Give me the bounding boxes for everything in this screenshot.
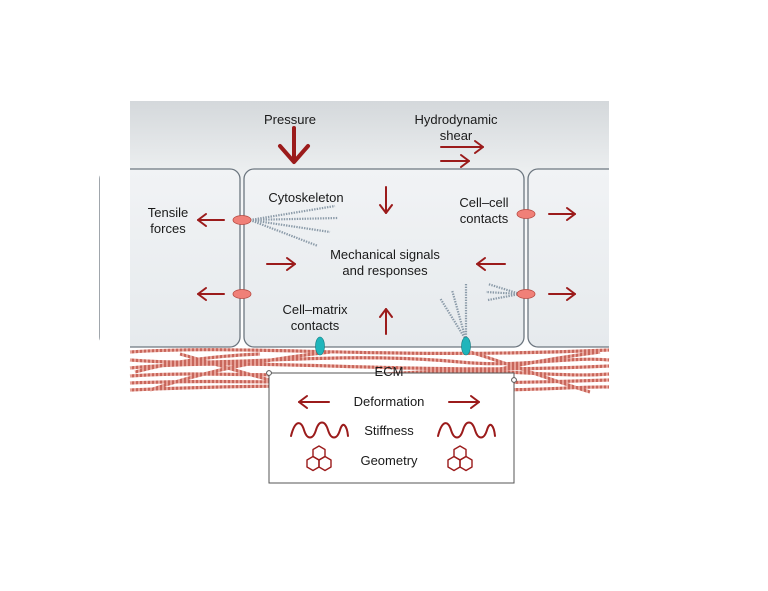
force-arrows bbox=[197, 126, 576, 472]
cell-matrix-label: Cell–matrix bbox=[282, 302, 348, 317]
shear-arrows bbox=[440, 140, 484, 168]
geometry-icon-left bbox=[306, 445, 332, 472]
mechanical-signals-label: Mechanical signals bbox=[330, 247, 440, 262]
focal-adhesion-right bbox=[461, 336, 471, 356]
left-fade bbox=[100, 160, 130, 355]
cell-cell-arrow-top bbox=[548, 207, 576, 221]
junction-right-top bbox=[516, 209, 536, 219]
junction-left-bottom bbox=[232, 289, 252, 299]
tensile-arrow-bottom bbox=[197, 287, 225, 301]
tensile-label: Tensile bbox=[148, 205, 188, 220]
stiffness-label: Stiffness bbox=[364, 423, 414, 438]
deformation-label: Deformation bbox=[354, 394, 425, 409]
matrix-up-arrow bbox=[379, 308, 393, 335]
junction-right-bottom bbox=[516, 289, 536, 299]
hydrodynamic-label: Hydrodynamic bbox=[414, 112, 498, 127]
signal-arrow-left bbox=[476, 257, 506, 271]
ecm-properties-box bbox=[268, 372, 515, 484]
contacts-label: contacts bbox=[460, 211, 509, 226]
responses-label: and responses bbox=[342, 263, 428, 278]
forces-label: forces bbox=[150, 221, 186, 236]
tensile-arrow-top bbox=[197, 213, 225, 227]
ecm-label: ECM bbox=[375, 364, 404, 379]
box-connector-right bbox=[511, 377, 517, 383]
focal-adhesions bbox=[315, 336, 471, 356]
cell-cell-label: Cell–cell bbox=[459, 195, 508, 210]
cell-cell-arrow-bottom bbox=[548, 287, 576, 301]
right-fade bbox=[609, 160, 654, 355]
geometry-label: Geometry bbox=[360, 453, 418, 468]
cytoskeleton-filaments bbox=[249, 204, 521, 341]
cytoskeleton-label: Cytoskeleton bbox=[268, 190, 343, 205]
focal-adhesion-left bbox=[315, 336, 325, 356]
pressure-label: Pressure bbox=[264, 112, 316, 127]
geometry-icon-right bbox=[447, 445, 473, 472]
stiffness-wave-right bbox=[437, 421, 496, 439]
junction-left-top bbox=[232, 215, 252, 225]
deformation-arrow-right bbox=[448, 395, 480, 409]
box-connector-left bbox=[266, 370, 272, 376]
shear-label: shear bbox=[440, 128, 473, 143]
stiffness-wave-left bbox=[290, 421, 349, 439]
signal-arrow-right bbox=[266, 257, 296, 271]
deformation-arrow-left bbox=[298, 395, 330, 409]
matrix-contacts-label: contacts bbox=[291, 318, 340, 333]
center-cell bbox=[243, 168, 525, 348]
cytoskeleton-down-arrow bbox=[379, 186, 393, 214]
cell-cell-junctions bbox=[232, 209, 536, 299]
pressure-arrow bbox=[278, 126, 310, 164]
